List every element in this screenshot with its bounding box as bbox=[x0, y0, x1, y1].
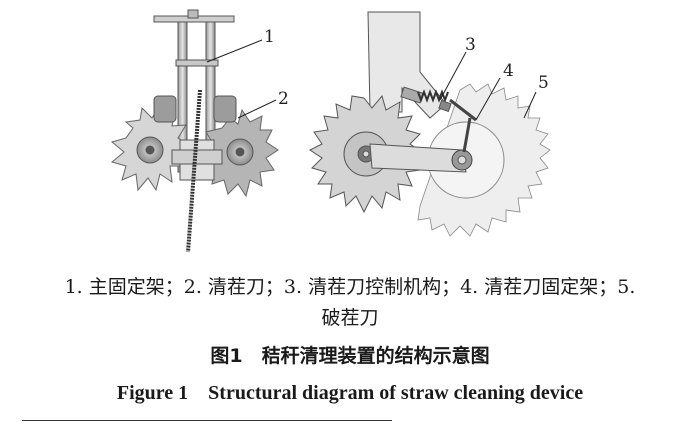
legend-line-2: 破茬刀 bbox=[321, 307, 379, 329]
spring-housing-left bbox=[153, 95, 177, 123]
spring-housing-right bbox=[213, 95, 237, 123]
callout-2: 2 bbox=[278, 89, 289, 109]
front-view bbox=[110, 9, 279, 253]
footnote-rule bbox=[22, 420, 392, 421]
callout-4: 4 bbox=[503, 61, 514, 81]
callout-1: 1 bbox=[264, 27, 275, 47]
main-frame-cross-bar bbox=[175, 59, 219, 67]
caption-english: Figure 1 Structural diagram of straw cle… bbox=[116, 382, 584, 404]
structure-diagram: 1 2 3 4 5 bbox=[110, 9, 551, 253]
legend-line-1: 1. 主固定架；2. 清茬刀；3. 清茬刀控制机构；4. 清茬刀固定架；5. bbox=[64, 276, 636, 298]
side-view bbox=[309, 11, 551, 237]
blade-arm bbox=[369, 143, 467, 173]
breaking-disc-edge bbox=[186, 89, 202, 253]
caption-chinese: 图1 秸秆清理装置的结构示意图 bbox=[210, 345, 490, 367]
callout-5: 5 bbox=[538, 73, 549, 93]
top-mount-stem bbox=[187, 9, 199, 19]
control-mechanism bbox=[400, 86, 477, 122]
callout-leaders-left bbox=[206, 39, 277, 119]
callout-3: 3 bbox=[465, 35, 476, 55]
callout-leaders-right bbox=[439, 51, 537, 121]
